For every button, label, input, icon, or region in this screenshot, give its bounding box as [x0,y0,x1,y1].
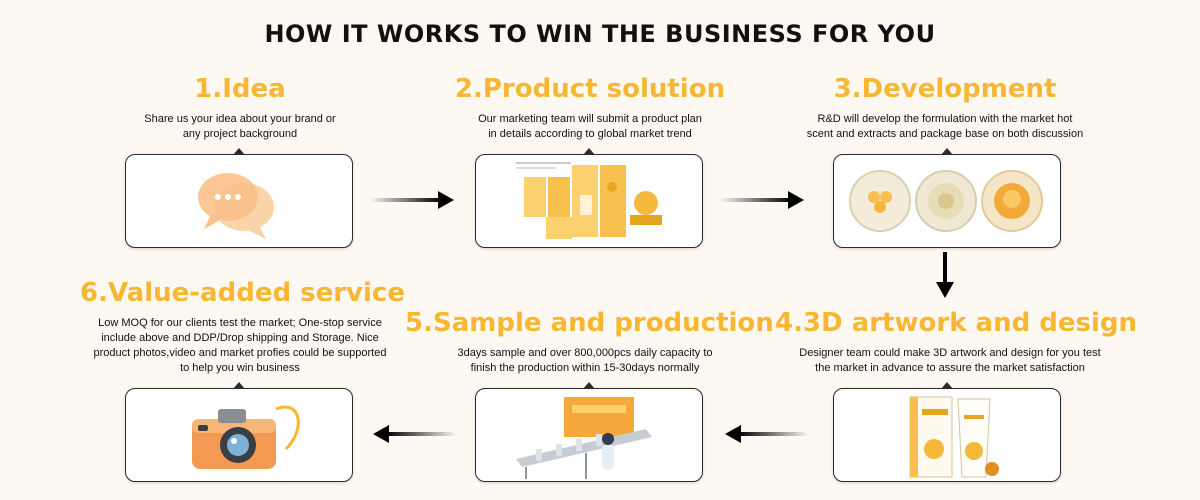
step-5-card [475,382,703,482]
arrow-left-icon [725,425,809,443]
step-6-title: 6.Value-added service [80,278,405,308]
step-4-title: 4.3D artwork and design [775,308,1138,338]
step-3-title: 3.Development [833,74,1057,104]
production-line-icon [516,397,652,479]
step-4-card [833,382,1061,482]
page-title: HOW IT WORKS TO WIN THE BUSINESS FOR YOU [264,20,936,48]
chat-bubbles-icon [198,173,274,239]
step-5-description: 3days sample and over 800,000pcs daily c… [457,347,713,374]
camera-icon [192,405,300,469]
arrow-down-icon [936,252,954,298]
step-2-title: 2.Product solution [454,74,726,104]
step-6-description: Low MOQ for our clients test the market;… [93,317,387,374]
step-3-card [833,148,1061,248]
step-5-title: 5.Sample and production [405,308,774,338]
step-2-card [475,148,703,248]
petri-dishes-icon [849,170,1043,232]
arrow-right-icon [720,191,804,209]
step-2-description: Our marketing team will submit a product… [478,113,702,140]
step-1-title: 1.Idea [194,74,286,104]
arrow-right-icon [370,191,454,209]
product-box-tube-icon [909,396,999,478]
step-6-card [125,382,353,482]
arrow-left-icon [373,425,457,443]
step-4-description: Designer team could make 3D artwork and … [799,347,1101,374]
packaging-dieline-icon [516,162,662,239]
step-3-description: R&D will develop the formulation with th… [806,113,1084,140]
step-1-card [125,148,353,248]
